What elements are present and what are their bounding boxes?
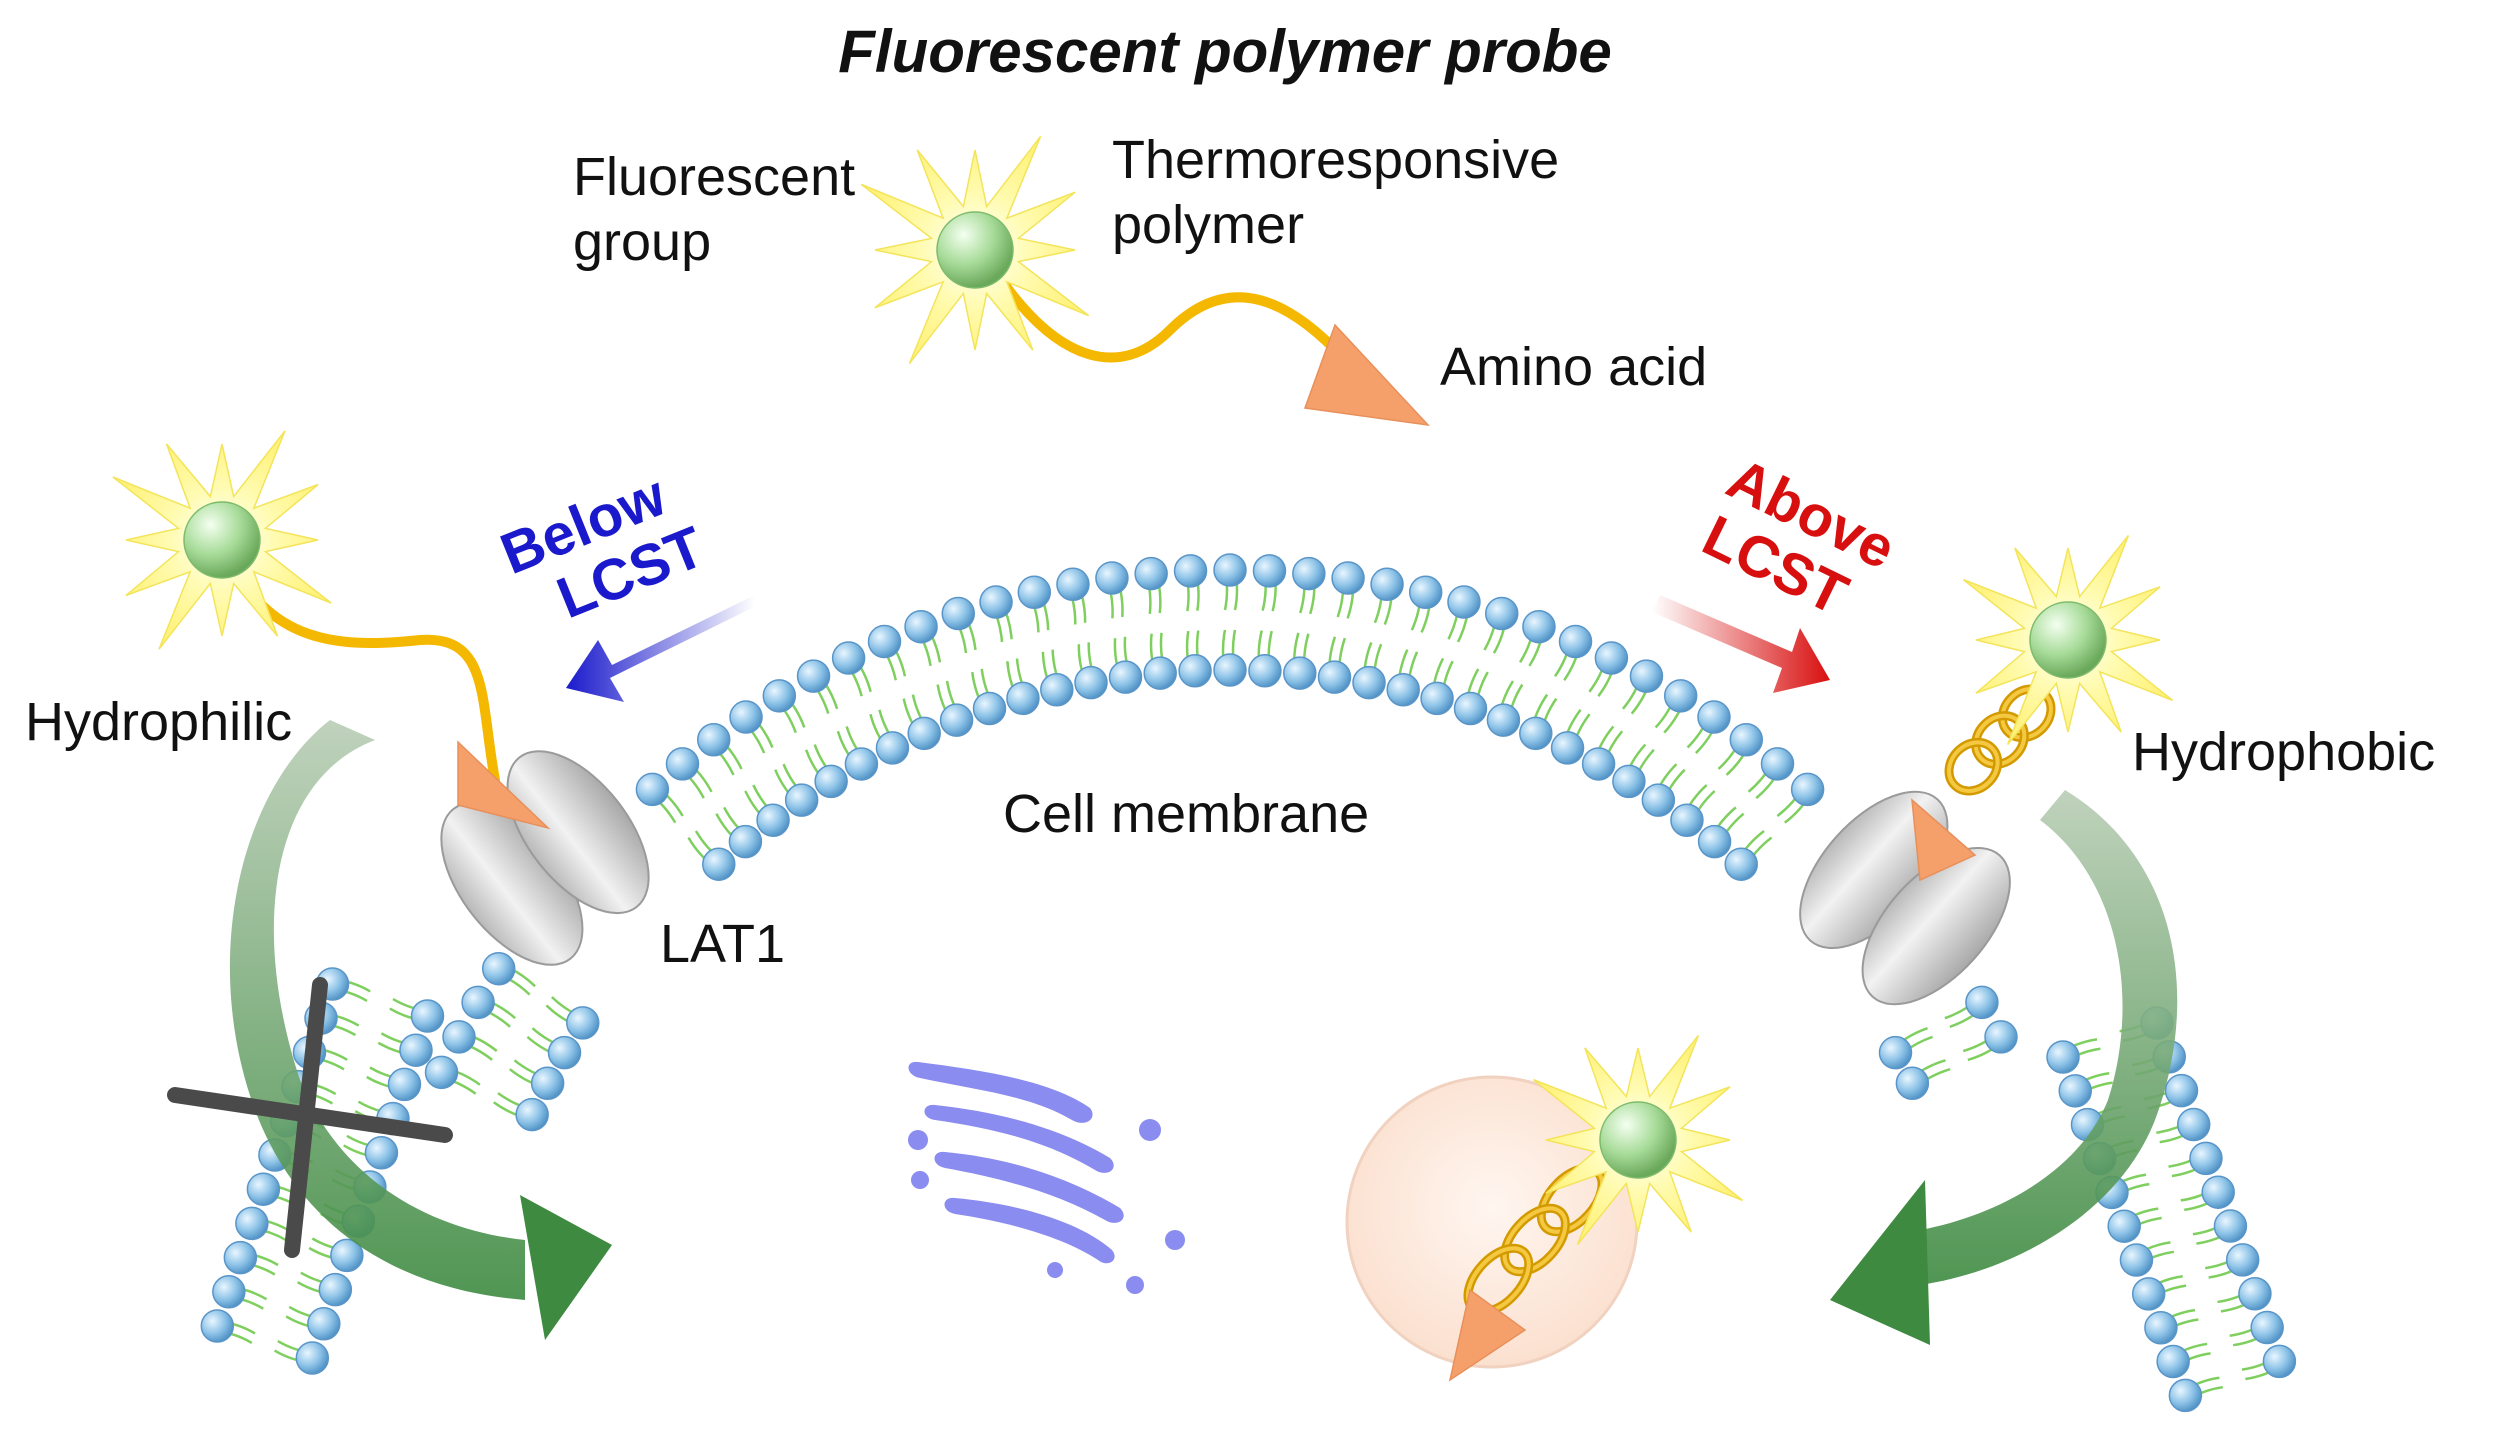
organelle-icon <box>908 1061 1185 1294</box>
above-lcst-arrow <box>1652 595 1830 693</box>
lat1-label: LAT1 <box>660 914 785 974</box>
thermoresponsive-line-1: Thermoresponsive <box>1112 130 1559 190</box>
below-lcst-label: Below LCST <box>492 457 713 645</box>
lipid-tails <box>215 569 2282 1402</box>
fluorescent-group-label: Fluorescent group <box>573 147 870 272</box>
legend-probe <box>860 135 1430 427</box>
below-lcst-arrow <box>566 595 755 702</box>
hydrophobic-probe <box>1911 534 2174 882</box>
hydrophobic-label: Hydrophobic <box>2132 722 2435 782</box>
fluorescent-group-line-2: group <box>573 212 711 272</box>
svg-text:Below LCST: Below LCST <box>492 457 713 645</box>
lipid-heads <box>200 553 2297 1413</box>
svg-text:Above LCST: Above LCST <box>1690 446 1919 645</box>
lat1-transporter-right <box>1799 790 2011 1006</box>
diagram-title: Fluorescent polymer probe <box>838 18 1612 85</box>
thermoresponsive-line-2: polymer <box>1112 195 1304 255</box>
probes-layer <box>112 135 2174 1382</box>
internalized-probe <box>1448 1034 1744 1382</box>
above-lcst-label: Above LCST <box>1690 446 1919 645</box>
hydrophilic-label: Hydrophilic <box>25 692 292 752</box>
cell-membrane-label: Cell membrane <box>1003 784 1369 844</box>
blocked-x-icon <box>167 977 453 1258</box>
uptake-arrow <box>1830 790 2178 1345</box>
amino-acid-label: Amino acid <box>1440 337 1707 397</box>
hydrophilic-probe <box>112 430 551 830</box>
lat1-transporter-left <box>440 750 650 966</box>
fluorescent-group-line-1: Fluorescent <box>573 147 855 207</box>
thermoresponsive-polymer-label: Thermoresponsive polymer <box>1112 130 1574 255</box>
